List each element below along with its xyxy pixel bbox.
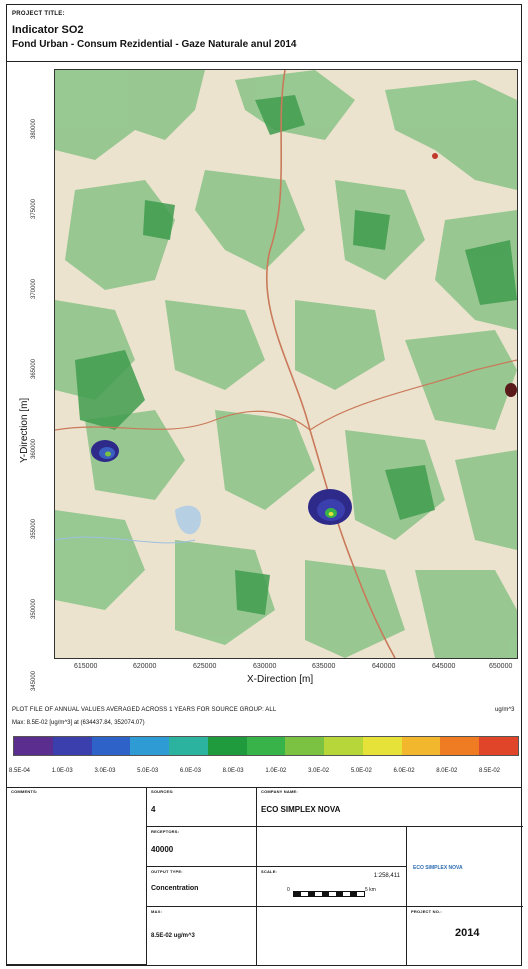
plot-file-description: PLOT FILE OF ANNUAL VALUES AVERAGED ACRO… [12, 707, 277, 713]
concentration-map[interactable] [54, 69, 518, 659]
x-tick-label: 620000 [133, 663, 157, 670]
legend-label: 1.0E-02 [265, 768, 287, 774]
y-tick-label: 345000 [31, 670, 37, 691]
project-title-line2: Fond Urban - Consum Rezidential - Gaze N… [12, 39, 297, 50]
y-tick-label: 380000 [31, 118, 37, 139]
secondary-road-east [309, 359, 517, 431]
legend-swatch [246, 737, 286, 755]
dense-forest [75, 95, 517, 615]
x-tick-label: 640000 [372, 663, 396, 670]
x-tick-label: 645000 [432, 663, 456, 670]
plume-3 [505, 383, 517, 397]
y-axis-label: Y-Direction [m] [19, 397, 30, 463]
scale-bar [293, 891, 365, 897]
legend-label: 3.0E-02 [308, 768, 330, 774]
sources-cell: SOURCES: 4 [147, 787, 257, 827]
legend-swatch [91, 737, 131, 755]
legend-swatch [169, 737, 208, 755]
company-cell: COMPANY NAME: ECO SIMPLEX NOVA [257, 787, 523, 827]
max-label: MAX: [151, 909, 163, 914]
project-no-cell: PROJECT NO.: 2014 [407, 907, 523, 965]
output-type-value: Concentration [151, 885, 199, 892]
sources-value: 4 [151, 805, 156, 814]
legend-swatch [440, 737, 480, 755]
legend-label: 5.0E-03 [137, 768, 159, 774]
project-no-label: PROJECT NO.: [411, 909, 442, 914]
legend-label: 5.0E-02 [350, 768, 372, 774]
map-canvas [55, 70, 517, 658]
river [55, 536, 196, 544]
y-tick-label: 350000 [31, 598, 37, 619]
max-value-line: Max: 8.5E-02 [ug/m^3] at (634437.84, 352… [12, 720, 145, 726]
units-label: ug/m^3 [495, 707, 515, 713]
legend-label: 8.0E-02 [436, 768, 458, 774]
main-road [265, 70, 396, 658]
x-tick-label: 625000 [193, 663, 217, 670]
legend-swatch [14, 737, 53, 755]
lake [175, 505, 201, 535]
y-tick-label: 360000 [31, 438, 37, 459]
plot-sheet: PROJECT TITLE: Indicator SO2 Fond Urban … [6, 4, 523, 966]
x-axis-label: X-Direction [m] [247, 674, 314, 685]
scale-end: 5 km [365, 887, 376, 893]
x-tick-label: 650000 [489, 663, 513, 670]
x-tick-label: 635000 [312, 663, 336, 670]
company-logo: ECO SIMPLEX NOVA [413, 865, 463, 871]
x-tick-label: 615000 [74, 663, 98, 670]
plot-area: 380000 375000 370000 365000 360000 35500… [7, 61, 521, 788]
x-tick-label: 630000 [253, 663, 277, 670]
title-block: PROJECT TITLE: Indicator SO2 Fond Urban … [7, 5, 521, 62]
legend-swatch [362, 737, 402, 755]
color-legend [13, 736, 519, 756]
sources-label: SOURCES: [151, 789, 174, 794]
y-tick-label: 375000 [31, 198, 37, 219]
company-label: COMPANY NAME: [261, 789, 298, 794]
output-type-cell: OUTPUT TYPE: Concentration [147, 867, 257, 907]
receptors-cell: RECEPTORS: 40000 [147, 827, 257, 867]
project-title-label: PROJECT TITLE: [12, 11, 65, 17]
comments-label: COMMENTS: [11, 789, 38, 794]
y-tick-label: 365000 [31, 358, 37, 379]
scale-zero: 0 [287, 887, 290, 893]
legend-swatch [207, 737, 247, 755]
legend-label: 8.5E-04 [9, 768, 31, 774]
info-table: COMMENTS: SOURCES: 4 COMPANY NAME: ECO S… [7, 787, 523, 965]
max-value: 8.5E-02 ug/m^3 [151, 933, 195, 939]
legend-label: 3.0E-03 [94, 768, 116, 774]
legend-swatch [285, 737, 325, 755]
output-type-label: OUTPUT TYPE: [151, 869, 183, 874]
project-title-line1: Indicator SO2 [12, 24, 84, 36]
receptors-value: 40000 [151, 845, 174, 854]
legend-swatch [401, 737, 441, 755]
legend-swatch [130, 737, 170, 755]
legend-label: 8.5E-02 [479, 768, 501, 774]
logo-cell: ECO SIMPLEX NOVA [407, 827, 523, 907]
scale-ratio: 1:258,411 [373, 873, 400, 879]
plume-1 [91, 440, 119, 462]
scale-label: SCALE: [261, 869, 278, 874]
y-tick-label: 355000 [31, 518, 37, 539]
empty-cell [257, 827, 407, 867]
empty-cell [257, 907, 407, 965]
legend-label: 8.0E-03 [222, 768, 244, 774]
comments-cell: COMMENTS: [7, 787, 147, 965]
legend-label: 6.0E-03 [179, 768, 201, 774]
receptors-label: RECEPTORS: [151, 829, 180, 834]
legend-labels: 8.5E-04 1.0E-03 3.0E-03 5.0E-03 6.0E-03 8.0E-… [9, 768, 519, 778]
plume-4 [432, 153, 438, 159]
company-value: ECO SIMPLEX NOVA [261, 805, 341, 814]
legend-swatch [479, 737, 518, 755]
legend-swatch [324, 737, 363, 755]
legend-label: 1.0E-03 [51, 768, 73, 774]
max-cell: MAX: 8.5E-02 ug/m^3 [147, 907, 257, 965]
secondary-road [55, 410, 311, 431]
plume-2 [308, 489, 352, 525]
y-tick-label: 370000 [31, 278, 37, 299]
legend-swatch [52, 737, 92, 755]
legend-label: 6.0E-02 [393, 768, 415, 774]
scale-cell: SCALE: 1:258,411 0 5 km [257, 867, 407, 907]
project-no-value: 2014 [455, 927, 480, 939]
